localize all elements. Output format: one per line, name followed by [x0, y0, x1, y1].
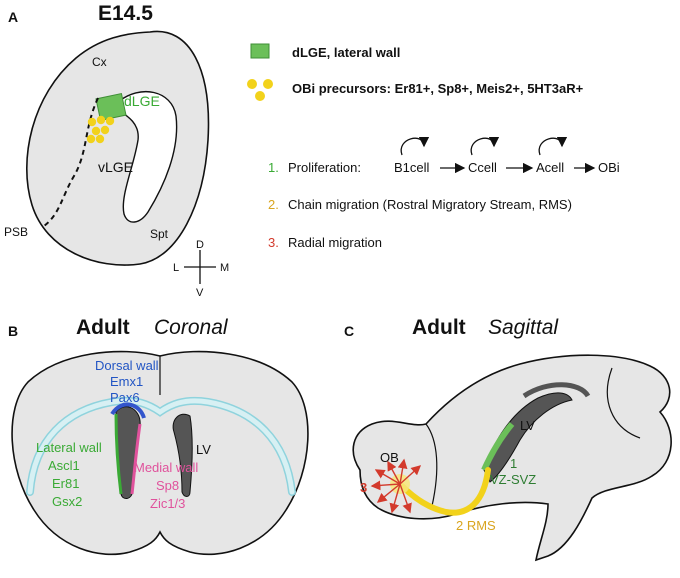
dorsal-wall-label: Dorsal wall — [95, 358, 159, 373]
self-renewal-loops — [400, 136, 568, 156]
legend-dlge-swatch — [250, 43, 270, 59]
ob-boundary — [425, 423, 438, 507]
axis-v: V — [196, 287, 204, 299]
coronal-lv-label: LV — [196, 442, 211, 457]
lineage-obi: OBi — [598, 160, 620, 175]
panel-b-subtitle: Coronal — [154, 316, 229, 339]
axis-d: D — [196, 239, 204, 251]
lineage-b1cell: B1cell — [394, 160, 430, 175]
psb-boundary — [43, 97, 99, 227]
dorsal-gene-pax6: Pax6 — [110, 390, 140, 405]
sagittal-lv-label: LV — [520, 418, 535, 433]
e14-ventricle — [117, 90, 178, 223]
panel-b-letter: B — [8, 323, 18, 339]
panel-b-title: Adult — [76, 316, 130, 339]
step2-label: Chain migration (Rostral Migratory Strea… — [288, 197, 572, 212]
axis-l: L — [173, 262, 179, 274]
step1-label: Proliferation: — [288, 160, 361, 175]
sagittal-ventricle — [483, 392, 573, 483]
cerebellum-boundary — [606, 367, 641, 439]
rms-path — [399, 467, 491, 516]
step3-label: Radial migration — [288, 235, 382, 250]
vz-svz-label: VZ-SVZ — [490, 472, 536, 487]
step2-number: 2. — [268, 197, 279, 212]
medial-wall-left — [130, 423, 142, 495]
axis-m: M — [220, 262, 229, 274]
step3-number: 3. — [268, 235, 279, 250]
obi-precursor-dots — [86, 115, 115, 144]
dorsal-gene-emx1: Emx1 — [110, 374, 143, 389]
step3-marker: 3 — [360, 480, 367, 495]
panel-a-title: E14.5 — [98, 2, 153, 25]
lineage-acell: Acell — [536, 160, 564, 175]
medial-wall-label: Medial wall — [134, 460, 198, 475]
legend-dlge-text: dLGE, lateral wall — [292, 45, 400, 60]
medial-gene-sp8: Sp8 — [156, 478, 179, 493]
dorsal-wall-left — [110, 402, 146, 419]
sagittal-ob-label: OB — [380, 450, 399, 465]
lineage-ccell: Ccell — [468, 160, 497, 175]
label-vlge: vLGE — [98, 159, 133, 175]
medial-gene-zic: Zic1/3 — [150, 496, 185, 511]
step1-marker: 1 — [510, 456, 517, 471]
lateral-wall-left — [114, 413, 123, 495]
panel-c-letter: C — [344, 323, 354, 339]
step1-number: 1. — [268, 160, 279, 175]
e14-hemisphere — [26, 30, 210, 266]
coronal-brain-outline — [11, 350, 309, 556]
legend-obi-swatch — [247, 79, 273, 101]
lateral-gene-ascl1: Ascl1 — [48, 458, 80, 473]
label-spt: Spt — [150, 227, 169, 241]
panel-a-letter: A — [8, 9, 18, 25]
dlge-region — [95, 92, 127, 122]
orientation-compass — [184, 250, 216, 284]
label-psb: PSB — [4, 225, 28, 239]
legend-obi-text: OBi precursors: Er81+, Sp8+, Meis2+, 5HT… — [292, 81, 584, 96]
lateral-gene-gsx2: Gsx2 — [52, 494, 82, 509]
label-dlge: dLGE — [124, 93, 160, 109]
panel-c-title: Adult — [412, 316, 466, 339]
lateral-wall-label: Lateral wall — [36, 440, 102, 455]
coronal-ventricle-right — [172, 413, 193, 497]
panel-c-subtitle: Sagittal — [488, 316, 559, 339]
rms-label: 2 RMS — [456, 518, 496, 533]
label-cx: Cx — [92, 55, 107, 69]
radial-migration-arrows — [370, 458, 422, 514]
lateral-gene-er81: Er81 — [52, 476, 79, 491]
vz-svz-region — [481, 422, 515, 472]
